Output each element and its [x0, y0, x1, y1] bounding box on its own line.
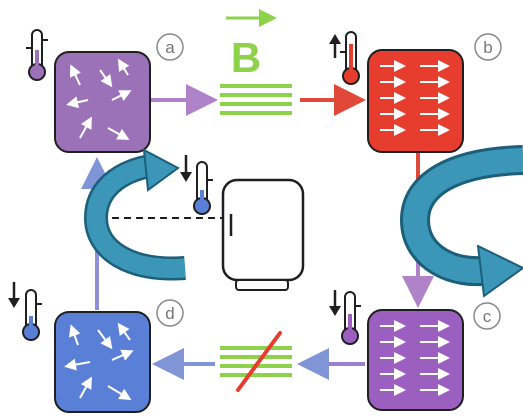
thermometer-icon — [26, 29, 48, 81]
magnetic-field-lines-icon: B — [220, 9, 292, 115]
label-b-circle: b — [474, 33, 502, 61]
state-b-box — [367, 49, 464, 153]
label-d: d — [165, 304, 174, 323]
heat-released-arrow: -Q — [399, 145, 523, 298]
thermometer-falling-d-icon — [8, 282, 42, 341]
thermometer-rising-icon — [329, 31, 360, 85]
label-a-circle: a — [156, 33, 184, 61]
field-label: B — [231, 34, 261, 81]
label-b: b — [483, 38, 492, 57]
state-a-box — [54, 51, 151, 153]
heat-absorbed-arrow — [83, 148, 186, 281]
label-d-circle: d — [156, 299, 184, 327]
heat-label: -Q — [447, 208, 485, 246]
state-c-box — [367, 309, 464, 411]
magnetic-field-removed-icon — [220, 331, 292, 392]
refrigerator-icon — [100, 178, 305, 291]
state-d-box — [54, 311, 151, 413]
label-c-circle: c — [473, 302, 501, 330]
thermometer-fridge-icon — [180, 155, 213, 215]
label-c: c — [483, 307, 492, 326]
label-a: a — [165, 38, 175, 57]
thermometer-falling-c-icon — [329, 290, 361, 345]
